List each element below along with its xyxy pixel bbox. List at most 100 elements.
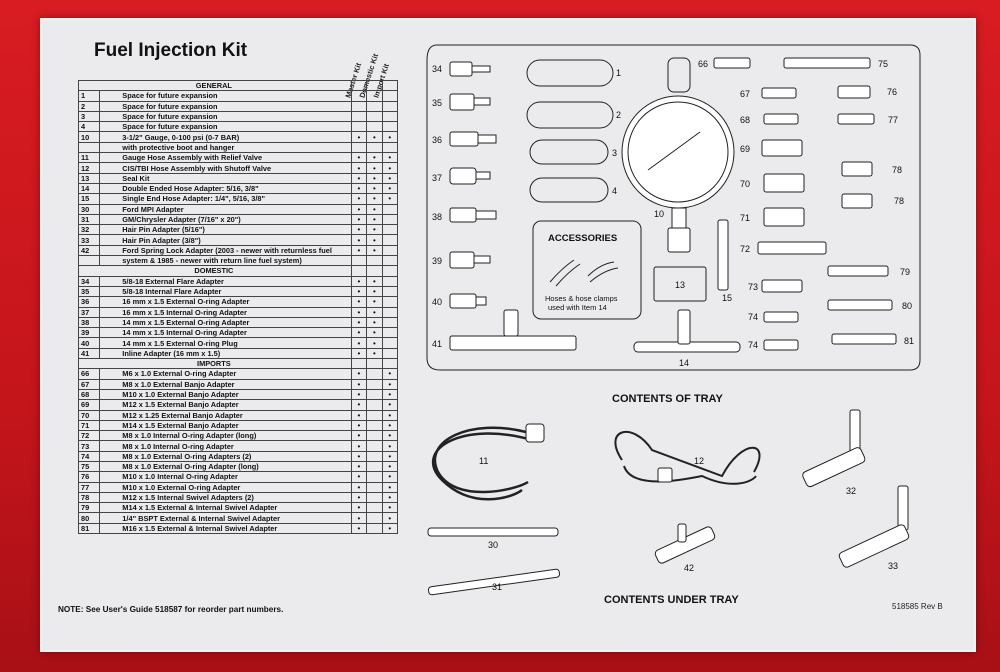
label-slot-2: 2 — [616, 110, 621, 120]
label-72: 72 — [740, 244, 750, 254]
label-78b: 78 — [894, 196, 904, 206]
adapter-35 — [449, 93, 475, 111]
label-42: 42 — [684, 563, 694, 573]
contents-under-tray-title: CONTENTS UNDER TRAY — [604, 594, 739, 606]
pressure-gauge — [621, 95, 735, 209]
kit-inclusion-mark: • — [350, 522, 368, 535]
label-77: 77 — [888, 115, 898, 125]
inventory-sheet: Fuel Injection Kit Master Kit Domestic K… — [40, 18, 976, 652]
adapter-73 — [761, 279, 803, 293]
accessory-hose-2 — [587, 261, 619, 283]
slot-1 — [526, 59, 614, 87]
label-40: 40 — [432, 297, 442, 307]
label-71: 71 — [740, 213, 750, 223]
adapter-79 — [827, 265, 889, 277]
accessories-caption-2: used with Item 14 — [548, 303, 607, 312]
adapter-67 — [761, 87, 797, 99]
label-33: 33 — [888, 561, 898, 571]
label-73: 73 — [748, 282, 758, 292]
label-30: 30 — [488, 540, 498, 550]
label-slot-4: 4 — [612, 186, 617, 196]
adapter-81 — [831, 333, 897, 345]
slot-2 — [526, 101, 614, 129]
part-number: 81 — [77, 522, 101, 535]
label-37: 37 — [432, 173, 442, 183]
label-single-end: 15 — [722, 293, 732, 303]
label-tee: 14 — [679, 358, 689, 368]
reorder-note: NOTE: See User's Guide 518587 for reorde… — [58, 605, 284, 614]
adapter-74b — [763, 339, 799, 351]
adapter-69 — [761, 139, 803, 157]
label-12: 12 — [694, 456, 704, 466]
label-78a: 78 — [892, 165, 902, 175]
label-69: 69 — [740, 144, 750, 154]
hairpin-adapter-33 — [897, 485, 909, 531]
label-36: 36 — [432, 135, 442, 145]
adapter-36 — [449, 131, 479, 147]
label-35: 35 — [432, 98, 442, 108]
label-66: 66 — [698, 59, 708, 69]
label-seal-kit: 13 — [675, 280, 685, 290]
accessories-box — [532, 220, 642, 320]
label-76: 76 — [887, 87, 897, 97]
adapter-41 — [449, 335, 577, 351]
accessory-hose-1 — [549, 259, 581, 287]
right-adapters-a — [713, 57, 827, 351]
label-11: 11 — [479, 456, 488, 466]
adapter-66 — [713, 57, 751, 69]
label-79: 79 — [900, 267, 910, 277]
label-slot-1: 1 — [616, 68, 621, 78]
adapter-77 — [837, 113, 875, 125]
label-41: 41 — [432, 339, 442, 349]
adapter-34 — [449, 61, 473, 77]
slot-3 — [529, 139, 609, 165]
gauge-hose-11 — [431, 432, 533, 501]
revision-label: 518585 Rev B — [892, 602, 943, 611]
adapter-68 — [763, 113, 799, 125]
label-gauge: 10 — [654, 209, 664, 219]
label-81: 81 — [904, 336, 914, 346]
label-32: 32 — [846, 486, 856, 496]
kit-title: Fuel Injection Kit — [94, 40, 248, 61]
gm-chrysler-adapter-31 — [427, 568, 561, 596]
label-80: 80 — [902, 301, 912, 311]
adapter-76 — [837, 85, 871, 99]
cis-hose-12 — [614, 431, 761, 478]
slot-4 — [529, 177, 609, 203]
label-75: 75 — [878, 59, 888, 69]
contents-of-tray-title: CONTENTS OF TRAY — [612, 393, 723, 405]
label-31: 31 — [492, 582, 502, 592]
right-adapters-b — [783, 57, 897, 345]
seal-kit — [653, 266, 707, 302]
tray-outline — [426, 44, 921, 371]
label-39: 39 — [432, 256, 442, 266]
adapter-37 — [449, 167, 477, 185]
accessories-caption-1: Hoses & hose clamps — [545, 294, 618, 303]
label-70: 70 — [740, 179, 750, 189]
adapter-78b — [841, 193, 873, 209]
adapter-71 — [763, 207, 805, 227]
gauge-needle — [647, 131, 701, 171]
label-38: 38 — [432, 212, 442, 222]
label-74b: 74 — [748, 340, 758, 350]
adapter-74a — [763, 311, 799, 323]
adapter-80 — [827, 299, 893, 311]
left-adapters — [449, 61, 577, 351]
adapter-70 — [763, 173, 805, 193]
adapter-39 — [449, 251, 475, 269]
adapter-78a — [841, 161, 873, 177]
label-67: 67 — [740, 89, 750, 99]
adapter-38 — [449, 207, 477, 223]
adapter-40 — [449, 293, 477, 309]
kit-inclusion-mark: • — [381, 522, 399, 535]
label-74a: 74 — [748, 312, 758, 322]
accessories-title: ACCESSORIES — [548, 233, 617, 244]
